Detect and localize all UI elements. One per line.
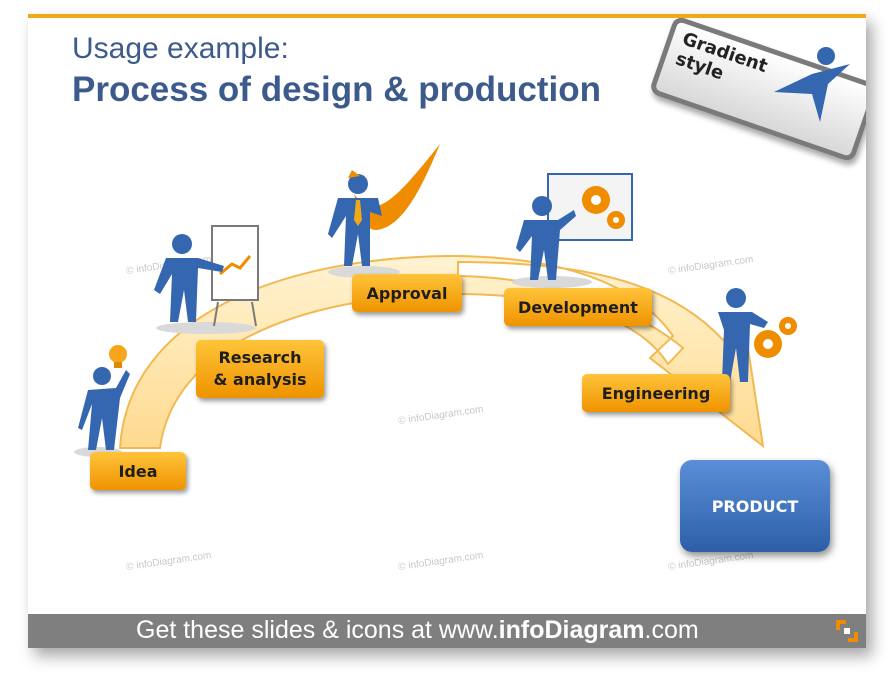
slide: Usage example: Process of design & produ…	[28, 14, 866, 648]
footer-prefix: Get these slides & icons at www.	[136, 616, 499, 644]
idea-person-icon	[74, 345, 130, 457]
product-box: PRODUCT	[680, 460, 830, 552]
engineering-person-icon	[718, 288, 797, 382]
step-approval: Approval	[352, 274, 462, 312]
research-person-icon	[154, 225, 259, 334]
page-title: Process of design & production	[72, 70, 601, 109]
footer-suffix: .com	[644, 616, 699, 644]
footer-brand: infoDiagram	[498, 616, 645, 644]
footer-bar: Get these slides & icons at www.infoDiag…	[28, 614, 866, 648]
step-research-analysis: Research & analysis	[196, 340, 324, 398]
footer-text: Get these slides & icons at www.infoDiag…	[136, 616, 699, 645]
development-person-icon	[512, 173, 633, 288]
approval-person-icon	[328, 144, 440, 278]
step-development: Development	[504, 288, 652, 326]
step-engineering: Engineering	[582, 374, 730, 412]
star-person-icon	[774, 47, 850, 122]
infodiagram-logo-icon	[836, 620, 858, 642]
title-line-1: Usage example:	[72, 32, 289, 65]
step-idea: Idea	[90, 452, 186, 490]
